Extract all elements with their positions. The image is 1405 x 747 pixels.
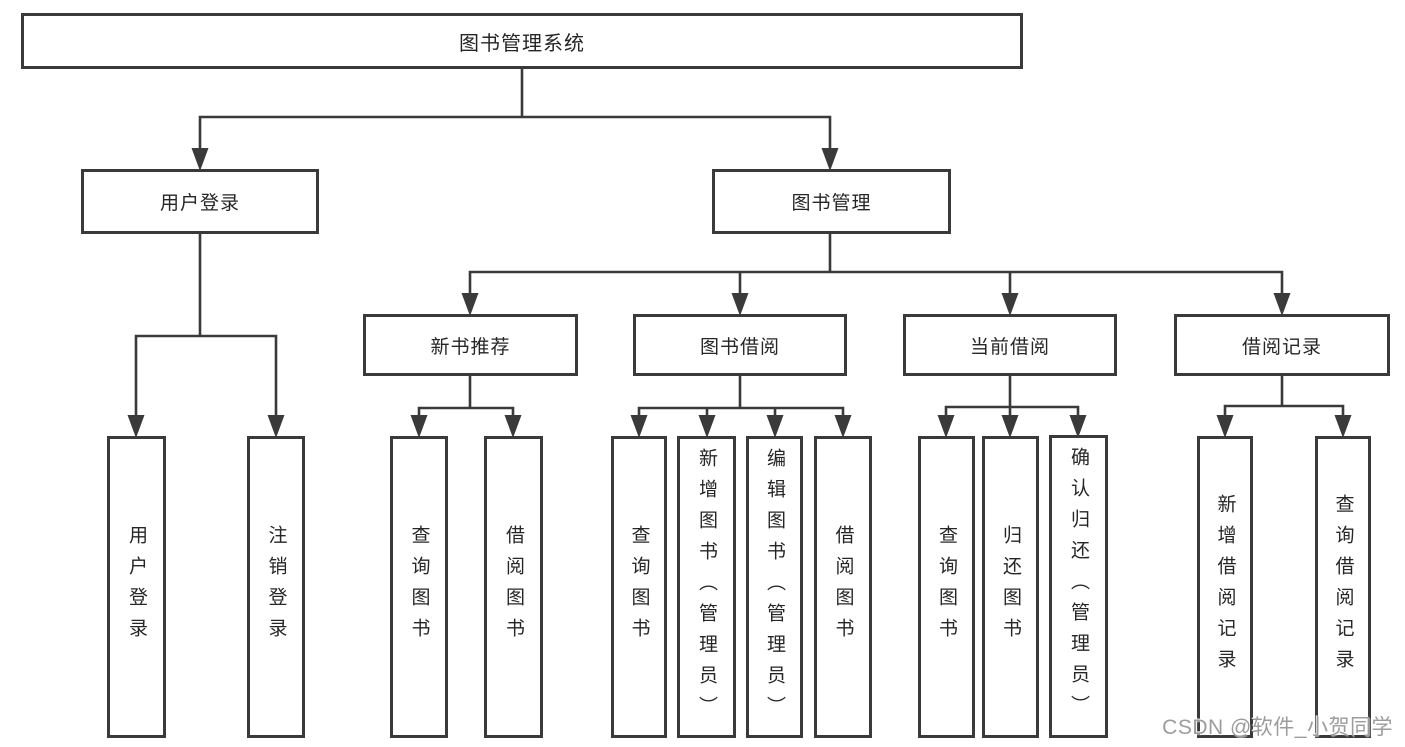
- node-book-management-label: 图书管理: [791, 193, 872, 214]
- leaf-borrowing-edit-books-admin: 编辑图书（管理员）: [746, 436, 803, 738]
- leaf-logout: 注销登录: [247, 436, 305, 738]
- leaf-records-add-record: 新增借阅记录: [1197, 436, 1253, 738]
- connector-root-bracket: [198, 115, 832, 155]
- node-user-login: 用户登录: [81, 169, 319, 234]
- arrowhead: [821, 148, 839, 171]
- arrowhead: [410, 415, 428, 438]
- connector-bookmgmt-bracket: [468, 270, 1284, 300]
- connector-current-bracket: [944, 405, 1080, 424]
- leaf-recommend-query-books-label: 查询图书: [408, 525, 430, 649]
- arrowhead: [834, 415, 852, 438]
- node-library-system-label: 图书管理系统: [459, 32, 585, 55]
- arrowhead: [698, 415, 716, 438]
- leaf-recommend-borrow-books: 借阅图书: [484, 436, 543, 738]
- arrowhead: [630, 415, 648, 438]
- node-library-system: 图书管理系统: [21, 13, 1023, 69]
- arrowhead: [1216, 415, 1234, 438]
- connector-records-bracket: [1223, 404, 1345, 424]
- leaf-current-confirm-return-admin-label: 确认归还（管理员）: [1068, 447, 1089, 726]
- leaf-current-return-books: 归还图书: [982, 436, 1039, 738]
- node-borrowing-records: 借阅记录: [1174, 314, 1390, 376]
- arrowhead: [1001, 415, 1019, 438]
- connector-recommend-bracket: [417, 406, 515, 424]
- arrowhead: [1334, 415, 1352, 438]
- leaf-recommend-query-books: 查询图书: [390, 436, 448, 738]
- connector-borrowing-bracket: [637, 406, 845, 424]
- leaf-user-login: 用户登录: [107, 436, 166, 738]
- node-book-borrowing: 图书借阅: [633, 314, 847, 376]
- arrowhead: [461, 293, 479, 316]
- arrowhead: [267, 415, 285, 438]
- arrowhead: [127, 415, 145, 438]
- leaf-logout-label: 注销登录: [265, 525, 287, 649]
- arrowhead: [191, 148, 209, 171]
- arrowhead: [937, 415, 955, 438]
- arrowhead: [766, 415, 784, 438]
- leaf-recommend-borrow-books-label: 借阅图书: [503, 525, 524, 649]
- leaf-records-query-record: 查询借阅记录: [1315, 436, 1371, 738]
- arrowhead: [1001, 293, 1019, 316]
- leaf-borrowing-query-books: 查询图书: [611, 436, 667, 738]
- node-book-management: 图书管理: [712, 169, 951, 234]
- node-new-book-recommend-label: 新书推荐: [430, 336, 511, 358]
- leaf-borrowing-borrow-books-label: 借阅图书: [832, 525, 854, 649]
- watermark: CSDN @软件_小贺同学: [1162, 716, 1393, 739]
- leaf-borrowing-add-books-admin-label: 新增图书（管理员）: [696, 447, 717, 727]
- leaf-borrowing-query-books-label: 查询图书: [628, 525, 650, 649]
- connector-userlogin-bracket: [134, 334, 278, 424]
- node-borrowing-records-label: 借阅记录: [1241, 336, 1322, 358]
- node-user-login-label: 用户登录: [159, 193, 240, 214]
- node-current-borrowing: 当前借阅: [903, 314, 1117, 376]
- arrowhead: [731, 293, 749, 316]
- leaf-borrowing-add-books-admin: 新增图书（管理员）: [677, 436, 736, 738]
- node-new-book-recommend: 新书推荐: [363, 314, 578, 376]
- leaf-borrowing-edit-books-admin-label: 编辑图书（管理员）: [764, 447, 785, 727]
- leaf-records-query-record-label: 查询借阅记录: [1332, 494, 1354, 680]
- leaf-current-confirm-return-admin: 确认归还（管理员）: [1049, 435, 1108, 738]
- leaf-current-query-books: 查询图书: [918, 436, 975, 738]
- leaf-records-add-record-label: 新增借阅记录: [1214, 494, 1236, 680]
- arrowhead: [504, 415, 522, 438]
- leaf-current-return-books-label: 归还图书: [1000, 525, 1021, 649]
- node-book-borrowing-label: 图书借阅: [699, 336, 780, 358]
- node-current-borrowing-label: 当前借阅: [969, 336, 1050, 358]
- leaf-current-query-books-label: 查询图书: [936, 525, 957, 649]
- leaf-user-login-label: 用户登录: [126, 525, 147, 649]
- arrowhead: [1273, 293, 1291, 316]
- leaf-borrowing-borrow-books: 借阅图书: [814, 436, 872, 738]
